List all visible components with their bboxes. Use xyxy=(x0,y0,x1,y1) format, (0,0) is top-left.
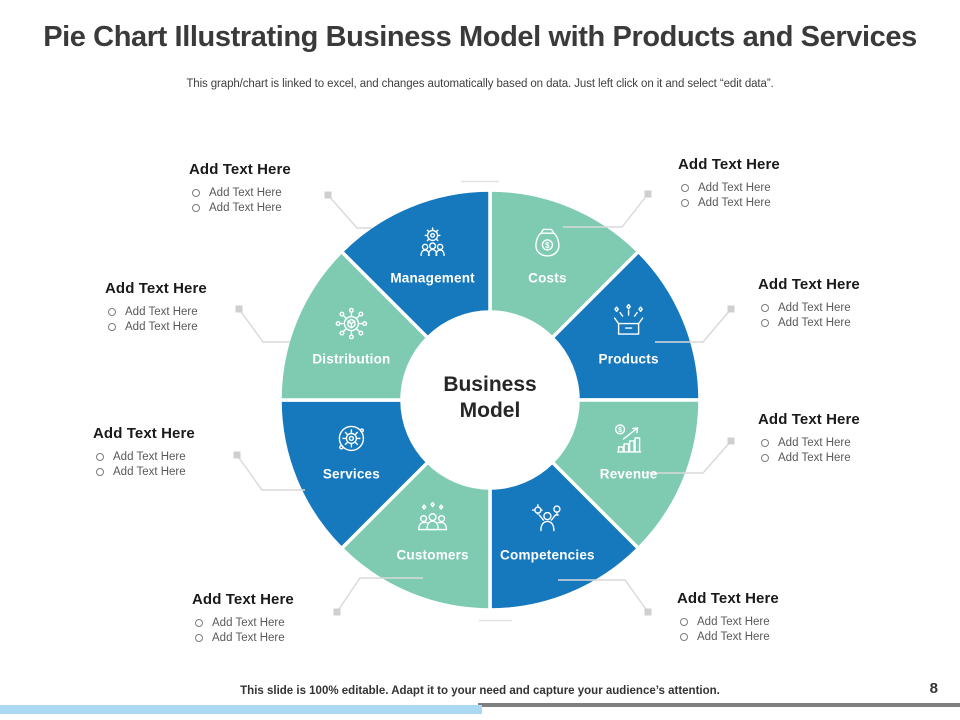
wedge-products[interactable] xyxy=(550,249,702,402)
circle-bullet-icon xyxy=(761,304,769,312)
wedge-customers[interactable] xyxy=(339,460,492,612)
marker-square-icon xyxy=(333,608,341,616)
callout-distribution[interactable]: Add Text Here Add Text Here Add Text Her… xyxy=(105,280,255,334)
connector-products xyxy=(655,308,732,343)
callout-management[interactable]: Add Text Here Add Text Here Add Text Her… xyxy=(189,161,339,215)
callout-heading: Add Text Here xyxy=(192,591,294,608)
slide-subtitle: This graph/chart is linked to excel, and… xyxy=(186,78,774,90)
circle-bullet-icon xyxy=(681,184,689,192)
circle-bullet-icon xyxy=(681,198,689,207)
callout-bullet: Add Text Here xyxy=(758,301,908,316)
footer-note: This slide is 100% editable. Adapt it to… xyxy=(240,685,720,697)
callout-bullet: Add Text Here xyxy=(677,630,827,645)
callout-bullet: Add Text Here xyxy=(192,616,342,631)
callout-bullet: Add Text Here xyxy=(189,186,339,201)
callout-products[interactable]: Add Text Here Add Text Here Add Text Her… xyxy=(758,276,908,330)
callout-bullet: Add Text Here xyxy=(758,436,908,451)
footer-accent-bar-gray xyxy=(478,703,960,707)
connector-revenue xyxy=(643,440,732,474)
circle-bullet-icon xyxy=(761,318,769,327)
circle-bullet-icon xyxy=(680,618,688,626)
chart-center-label: Business Model xyxy=(443,373,537,422)
marker-square-icon xyxy=(644,608,652,616)
callout-bullet: Add Text Here xyxy=(678,196,828,211)
wedge-competencies[interactable] xyxy=(488,460,641,612)
callout-bullet: Add Text Here xyxy=(677,615,827,630)
callout-heading: Add Text Here xyxy=(189,161,291,178)
callout-heading: Add Text Here xyxy=(93,425,195,442)
segment-label: Services xyxy=(323,466,380,481)
revenue-growth-icon: $ xyxy=(614,424,642,453)
wedge-revenue[interactable] xyxy=(550,398,702,551)
callout-heading: Add Text Here xyxy=(677,590,779,607)
management-team-icon xyxy=(420,227,445,257)
callout-heading: Add Text Here xyxy=(758,276,860,293)
callout-bullet: Add Text Here xyxy=(105,305,255,320)
circle-bullet-icon xyxy=(195,633,203,642)
segment-label: Management xyxy=(390,270,475,285)
marker-square-icon xyxy=(235,305,243,313)
customers-group-icon xyxy=(418,501,448,531)
segment-label: Revenue xyxy=(600,466,658,481)
services-gear-icon xyxy=(338,425,365,452)
callout-customers[interactable]: Add Text Here Add Text Here Add Text Her… xyxy=(192,591,342,645)
callout-costs[interactable]: Add Text Here Add Text Here Add Text Her… xyxy=(678,156,828,210)
svg-text:$: $ xyxy=(618,427,622,434)
callout-heading: Add Text Here xyxy=(678,156,780,173)
connector-management xyxy=(327,194,372,229)
circle-bullet-icon xyxy=(192,203,200,212)
callout-bullet: Add Text Here xyxy=(758,451,908,466)
callout-bullet: Add Text Here xyxy=(678,181,828,196)
segment-label: Costs xyxy=(528,270,567,285)
callout-bullet: Add Text Here xyxy=(105,320,255,335)
circle-bullet-icon xyxy=(761,453,769,462)
connector-services xyxy=(236,454,305,491)
circle-bullet-icon xyxy=(108,308,116,316)
marker-square-icon xyxy=(727,305,735,313)
callout-bullet: Add Text Here xyxy=(189,201,339,216)
connector-costs xyxy=(563,193,649,228)
callout-services[interactable]: Add Text Here Add Text Here Add Text Her… xyxy=(93,425,243,479)
segment-label: Distribution xyxy=(312,352,390,367)
connector-customers xyxy=(336,577,423,613)
page-title: Pie Chart Illustrating Business Model wi… xyxy=(43,21,917,53)
marker-square-icon xyxy=(324,191,332,199)
circle-bullet-icon xyxy=(96,453,104,461)
wedge-services[interactable] xyxy=(278,398,430,551)
marker-square-icon xyxy=(233,451,241,459)
footer-accent-bar-blue xyxy=(0,705,482,714)
callout-competencies[interactable]: Add Text Here Add Text Here Add Text Her… xyxy=(677,590,827,644)
circle-bullet-icon xyxy=(761,439,769,447)
connector-competencies xyxy=(558,579,649,613)
callout-bullet: Add Text Here xyxy=(93,465,243,480)
callout-heading: Add Text Here xyxy=(105,280,207,297)
connector-distribution xyxy=(238,308,290,343)
svg-text:$: $ xyxy=(545,241,550,250)
distribution-network-icon xyxy=(335,307,368,340)
callout-bullet: Add Text Here xyxy=(758,316,908,331)
segment-label: Customers xyxy=(396,548,468,563)
callout-bullet: Add Text Here xyxy=(93,450,243,465)
circle-bullet-icon xyxy=(195,619,203,627)
callout-heading: Add Text Here xyxy=(758,411,860,428)
circle-bullet-icon xyxy=(96,467,104,476)
segment-label: Competencies xyxy=(500,548,595,563)
wedge-management[interactable] xyxy=(339,188,492,340)
marker-square-icon xyxy=(727,437,735,445)
marker-square-icon xyxy=(644,190,652,198)
segment-label: Products xyxy=(599,352,659,367)
product-launch-box-icon xyxy=(613,303,644,335)
circle-bullet-icon xyxy=(192,189,200,197)
callout-bullet: Add Text Here xyxy=(192,631,342,646)
circle-bullet-icon xyxy=(680,632,688,641)
page-number: 8 xyxy=(929,680,938,697)
competency-person-icon xyxy=(531,504,561,532)
money-bag-icon: $ xyxy=(535,228,560,257)
circle-bullet-icon xyxy=(108,322,116,331)
callout-revenue[interactable]: Add Text Here Add Text Here Add Text Her… xyxy=(758,411,908,465)
